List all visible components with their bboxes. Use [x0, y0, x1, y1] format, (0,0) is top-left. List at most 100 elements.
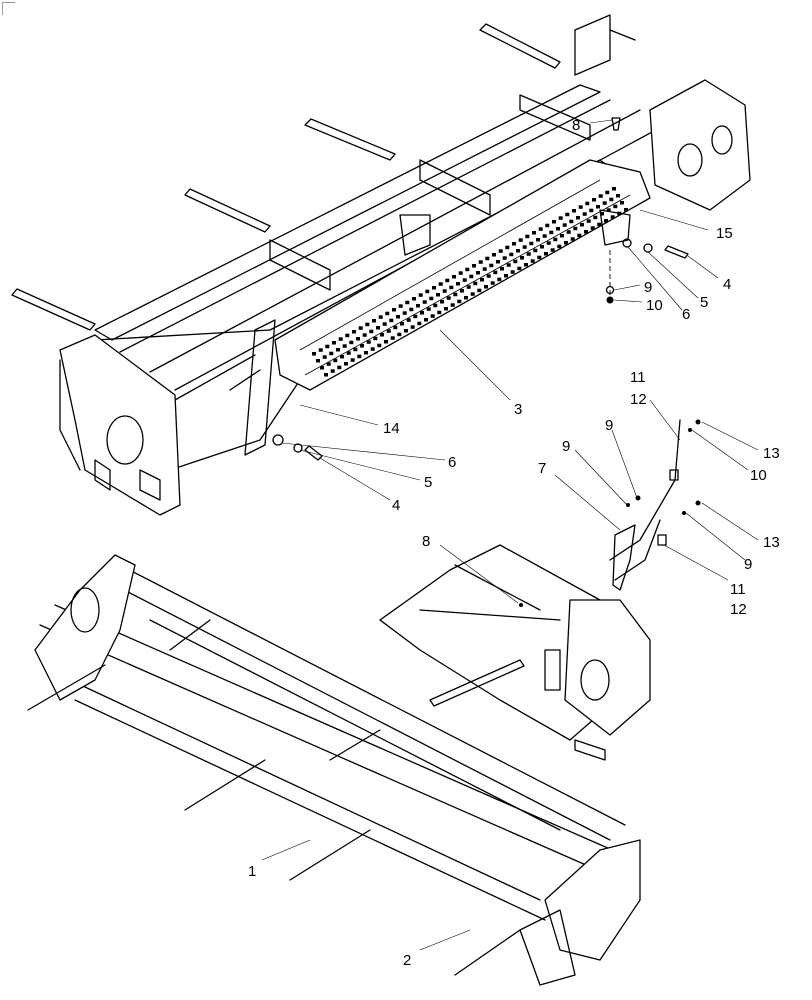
perforation-hole	[565, 212, 570, 217]
callout-12b: 12	[730, 601, 747, 618]
perforation-hole	[602, 201, 607, 205]
perforation-hole	[620, 201, 624, 205]
perforation-hole	[497, 277, 502, 282]
perforation-hole	[549, 230, 554, 235]
perforation-hole	[598, 194, 603, 198]
perforation-hole	[396, 315, 400, 319]
callout-10: 10	[646, 297, 663, 314]
perforation-hole	[504, 274, 508, 278]
perforation-hole	[418, 293, 423, 297]
callout-6: 6	[682, 306, 690, 323]
perforation-hole	[577, 233, 582, 238]
perforation-hole	[558, 216, 563, 220]
perforation-hole	[585, 201, 590, 206]
perforation-hole	[352, 330, 356, 334]
perforation-hole	[477, 288, 482, 293]
perforation-hole	[462, 278, 467, 282]
perforation-hole	[392, 308, 396, 312]
perforation-hole	[540, 245, 544, 249]
perforation-hole	[472, 264, 476, 268]
perforation-hole	[436, 293, 440, 297]
perforation-hole	[505, 245, 510, 250]
callout-10b: 9	[605, 417, 613, 434]
perforation-hole	[397, 332, 402, 337]
perforation-hole	[450, 303, 455, 307]
perforation-hole	[376, 326, 380, 330]
perforation-hole	[513, 259, 518, 264]
perforation-hole	[373, 336, 378, 341]
perforation-hole	[460, 289, 464, 293]
perforation-hole	[562, 223, 567, 227]
perforation-hole	[404, 329, 408, 333]
perforation-hole	[362, 333, 367, 337]
perforation-hole	[442, 289, 447, 293]
perforation-hole	[597, 222, 602, 227]
perforation-hole	[553, 237, 558, 242]
perforation-hole	[580, 223, 584, 227]
perforation-hole	[332, 341, 336, 345]
perforation-hole	[509, 252, 514, 257]
callout-9b: 10	[750, 467, 767, 484]
perforation-hole	[606, 208, 611, 212]
perforation-hole	[496, 260, 500, 264]
perforation-hole	[453, 292, 458, 297]
perforation-hole	[613, 204, 618, 209]
perforation-hole	[458, 271, 463, 275]
perforation-hole	[438, 282, 443, 286]
perforation-hole	[584, 230, 588, 234]
callout-5: 5	[700, 294, 708, 311]
perforation-hole	[592, 198, 596, 202]
perforation-hole	[480, 278, 484, 282]
perforation-hole	[420, 311, 424, 315]
perforation-hole	[552, 220, 556, 224]
perforation-hole	[382, 322, 387, 326]
perforation-hole	[600, 212, 604, 216]
callout-11b: 11	[730, 581, 746, 598]
perforation-hole	[518, 238, 523, 242]
callout-2: 2	[403, 952, 411, 969]
perforation-hole	[413, 314, 418, 319]
perforation-hole	[517, 266, 522, 271]
perforation-hole	[596, 205, 600, 209]
perforation-hole	[485, 256, 490, 261]
perforation-hole	[590, 226, 595, 230]
perforation-hole	[350, 358, 355, 362]
corner-crop-mark	[2, 2, 15, 15]
callout-7: 7	[538, 460, 546, 477]
perforation-hole	[449, 285, 454, 290]
perforation-hole	[560, 234, 564, 238]
perforation-hole	[318, 348, 323, 352]
perforation-hole	[380, 333, 384, 337]
perforation-hole	[329, 351, 334, 356]
perforation-hole	[493, 270, 498, 275]
perforation-hole	[400, 322, 404, 326]
perforation-hole	[386, 329, 391, 333]
perforation-hole	[502, 256, 507, 260]
perforation-hole	[338, 337, 343, 341]
perforation-hole	[357, 354, 362, 359]
perforation-hole	[498, 249, 503, 253]
perforation-hole	[610, 215, 615, 219]
perforation-hole	[330, 369, 335, 373]
perforation-hole	[520, 256, 524, 260]
callout-1: 1	[248, 863, 256, 880]
perforation-hole	[469, 274, 474, 279]
perforation-hole	[369, 329, 374, 334]
perforation-hole	[476, 271, 480, 275]
perforation-hole	[510, 270, 515, 274]
perforation-hole	[524, 263, 528, 267]
perforation-hole	[390, 336, 395, 340]
perforation-hole	[446, 296, 451, 300]
perforation-hole	[490, 281, 495, 285]
perforation-hole	[432, 286, 436, 290]
perforation-hole	[372, 319, 376, 323]
perforated-screen-panel	[274, 159, 651, 391]
perforation-hole	[402, 311, 407, 315]
perforation-hole	[417, 321, 422, 326]
perforation-hole	[526, 252, 531, 256]
perforation-hole	[489, 263, 494, 268]
perforation-hole	[465, 267, 470, 272]
perforation-hole	[532, 231, 536, 235]
perforation-hole	[405, 300, 410, 305]
perforation-hole	[358, 326, 363, 330]
